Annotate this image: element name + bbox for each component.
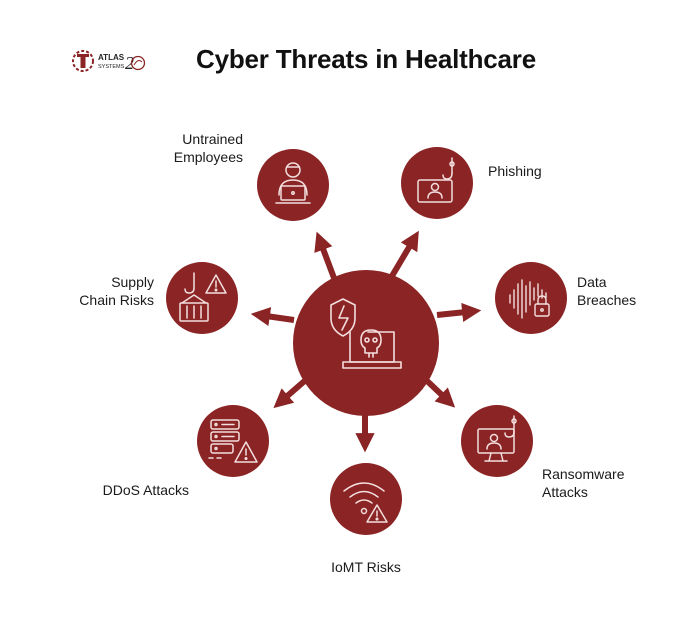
page-title: Cyber Threats in Healthcare — [196, 44, 536, 74]
node-phishing — [401, 147, 473, 219]
monitor-hook-icon — [477, 415, 517, 462]
center-hub — [293, 270, 439, 416]
logo-brand-line1: ATLAS — [98, 53, 125, 62]
node-ddos-attacks — [197, 405, 269, 477]
node-ransomware-attacks — [461, 405, 533, 477]
svg-text:2: 2 — [125, 53, 134, 73]
phishing-hook-icon — [417, 157, 455, 203]
crate-warning-icon — [179, 272, 227, 322]
server-warning-icon — [208, 419, 258, 463]
node-iomt-risks — [330, 463, 402, 535]
atlas-systems-logo: ATLAS SYSTEMS 2 — [72, 46, 148, 76]
shield-laptop-skull-icon — [330, 298, 402, 369]
label-ransomware-attacks: Ransomware Attacks — [542, 466, 625, 500]
arrow-data-breaches — [436, 302, 482, 322]
label-supply-chain-risks: Supply Chain Risks — [79, 274, 154, 308]
label-data-breaches: Data Breaches — [577, 274, 637, 308]
node-data-breaches — [495, 262, 567, 334]
label-phishing: Phishing — [488, 163, 542, 179]
arrow-supply-chain-risks — [250, 307, 295, 327]
arrow-untrained-employees — [314, 231, 337, 280]
label-ddos-attacks: DDoS Attacks — [102, 482, 189, 498]
user-laptop-icon — [275, 162, 311, 204]
label-untrained-employees: Untrained Employees — [173, 131, 243, 165]
logo-brand-line2: SYSTEMS — [98, 64, 125, 70]
arrow-phishing — [389, 230, 419, 278]
waveform-lock-icon — [509, 279, 550, 319]
wifi-warning-icon — [343, 482, 388, 523]
node-supply-chain-risks — [166, 262, 238, 334]
label-iomt-risks: IoMT Risks — [331, 559, 401, 575]
node-untrained-employees — [257, 149, 329, 221]
